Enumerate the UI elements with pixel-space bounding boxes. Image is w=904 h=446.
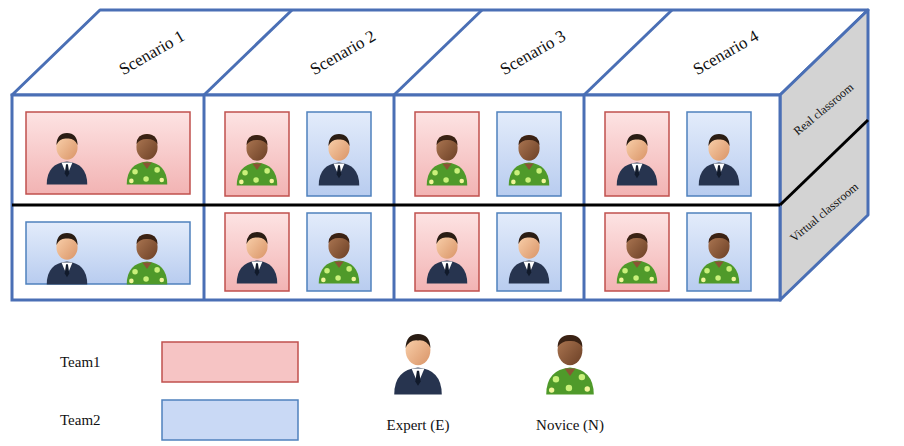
- team-box: [687, 112, 751, 196]
- side-face: [780, 10, 868, 300]
- team-box: [225, 213, 289, 291]
- column-divider: [203, 95, 206, 300]
- legend-swatch: [162, 342, 298, 382]
- front-face: [12, 95, 780, 300]
- column-divider: [583, 95, 586, 300]
- expert-icon: [47, 133, 87, 185]
- expert-icon: [427, 232, 467, 284]
- team-box: [497, 213, 561, 291]
- team-box: [497, 112, 561, 196]
- team-box: [307, 112, 371, 196]
- legend-novice-icon: [546, 335, 594, 394]
- expert-icon: [237, 232, 277, 284]
- novice-icon: [319, 233, 359, 284]
- legend-label: Team2: [60, 412, 101, 429]
- top-divider: [204, 10, 292, 95]
- column-divider: [393, 95, 396, 300]
- expert-icon: [509, 232, 549, 284]
- novice-icon: [127, 234, 167, 285]
- team-box: [605, 112, 669, 196]
- novice-icon: [237, 135, 277, 186]
- team-box: [225, 112, 289, 196]
- legend-label: Expert (E): [387, 417, 450, 434]
- expert-icon: [47, 233, 87, 285]
- novice-icon: [509, 135, 549, 186]
- expert-icon: [617, 134, 657, 186]
- novice-icon: [427, 135, 467, 186]
- legend-expert-icon: [394, 334, 442, 394]
- team-box: [307, 213, 371, 291]
- top-face: [12, 10, 868, 95]
- legend-label: Team1: [60, 354, 101, 371]
- team-box: [605, 213, 669, 291]
- team-box: [415, 112, 479, 196]
- legend-swatch: [162, 400, 298, 440]
- row-separator: [12, 204, 780, 207]
- team-box: [26, 222, 190, 284]
- expert-icon: [699, 134, 739, 186]
- top-divider: [584, 10, 672, 95]
- novice-icon: [127, 134, 167, 185]
- team-box: [415, 213, 479, 291]
- novice-icon: [617, 233, 657, 284]
- team-box: [687, 213, 751, 291]
- expert-icon: [319, 134, 359, 186]
- top-divider: [394, 10, 482, 95]
- novice-icon: [699, 233, 739, 284]
- legend-label: Novice (N): [536, 417, 604, 434]
- team-box: [26, 112, 190, 194]
